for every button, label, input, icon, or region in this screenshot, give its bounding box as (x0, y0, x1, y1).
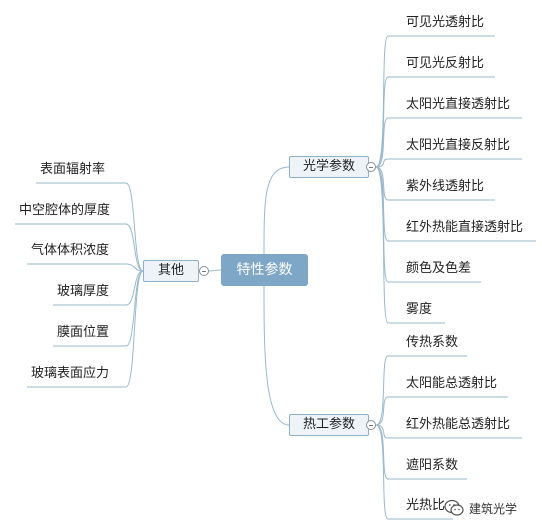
connector-optical-leaf-2 (375, 117, 522, 168)
leaf-solar-direct-transmittance[interactable]: 太阳光直接透射比 (406, 97, 511, 112)
connector-thermal-leaf-2 (375, 424, 522, 439)
wechat-icon (444, 499, 464, 516)
leaf-glass-thickness[interactable]: 玻璃厚度 (57, 284, 110, 299)
leaf-visible-light-transmittance[interactable]: 可见光透射比 (406, 15, 485, 30)
connector-optical-leaf-1 (375, 76, 495, 168)
connector-center-to-thermal (263, 285, 290, 426)
branch-thermal-parameters[interactable]: 热工参数 (289, 414, 369, 436)
central-topic[interactable]: 特性参数 (221, 254, 308, 286)
leaf-coating-position[interactable]: 膜面位置 (57, 325, 110, 340)
connector-optical-leaf-0 (375, 35, 495, 168)
connector-optical-leaf-7 (375, 166, 445, 324)
connector-other-leaf-1 (15, 223, 144, 272)
connector-thermal-leaf-3 (375, 424, 467, 480)
connector-center-to-optical (263, 166, 290, 255)
collapse-toggle-other[interactable] (199, 266, 209, 276)
connector-center-to-other (208, 269, 222, 272)
collapse-toggle-thermal[interactable] (366, 420, 376, 430)
leaf-total-solar-transmittance[interactable]: 太阳能总透射比 (406, 376, 498, 391)
leaf-gas-concentration[interactable]: 气体体积浓度 (31, 243, 110, 258)
connector-thermal-leaf-0 (375, 355, 467, 426)
connector-other-leaf-5 (27, 270, 144, 388)
connector-thermal-leaf-4 (375, 424, 453, 520)
branch-other[interactable]: 其他 (143, 260, 199, 282)
connector-optical-leaf-3 (375, 158, 522, 168)
leaf-cavity-thickness[interactable]: 中空腔体的厚度 (19, 203, 111, 218)
leaf-surface-emissivity[interactable]: 表面辐射率 (40, 162, 106, 177)
leaf-glass-surface-stress[interactable]: 玻璃表面应力 (31, 366, 110, 381)
connector-other-leaf-3 (53, 270, 144, 306)
connector-other-leaf-2 (27, 263, 144, 272)
leaf-solar-direct-reflectance[interactable]: 太阳光直接反射比 (406, 138, 511, 153)
leaf-ir-total-transmittance[interactable]: 红外热能总透射比 (406, 417, 511, 432)
leaf-visible-light-reflectance[interactable]: 可见光反射比 (406, 56, 485, 71)
collapse-toggle-optical[interactable] (366, 162, 376, 172)
leaf-color-and-chromatic-aberration[interactable]: 颜色及色差 (406, 261, 472, 276)
wechat-watermark: 建筑光学 (444, 498, 517, 518)
connector-other-leaf-0 (36, 182, 144, 272)
leaf-heat-transfer-coefficient[interactable]: 传热系数 (406, 335, 459, 350)
leaf-shading-coefficient[interactable]: 遮阳系数 (406, 458, 459, 473)
connector-thermal-leaf-1 (375, 396, 508, 426)
leaf-ir-direct-transmittance[interactable]: 红外热能直接透射比 (406, 220, 524, 235)
connector-optical-leaf-4 (375, 166, 495, 201)
branch-optical-parameters[interactable]: 光学参数 (289, 156, 369, 178)
leaf-light-to-solar-gain-ratio[interactable]: 光热比 (406, 498, 446, 513)
leaf-uv-transmittance[interactable]: 紫外线透射比 (406, 179, 485, 194)
watermark-text: 建筑光学 (469, 501, 518, 516)
leaf-haze[interactable]: 雾度 (406, 302, 433, 317)
